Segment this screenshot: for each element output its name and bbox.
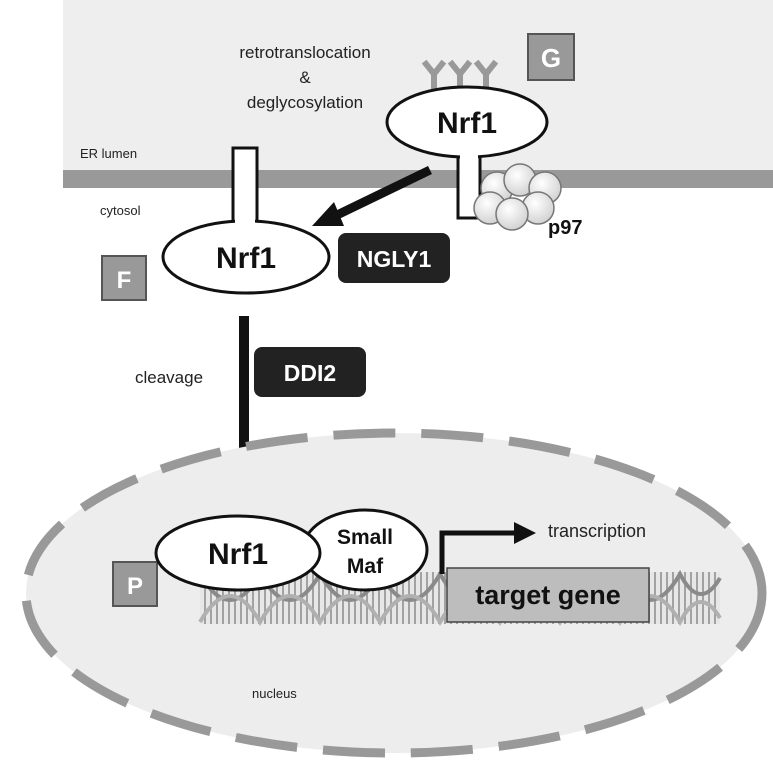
- small-maf-label-line1: Small: [337, 526, 393, 549]
- p97-label: p97: [548, 217, 582, 239]
- deglycosylation-label: deglycosylation: [247, 93, 363, 112]
- ddi2-enzyme: DDI2: [254, 347, 366, 397]
- nrf1-er-label: Nrf1: [437, 107, 497, 140]
- retrotranslocation-label: retrotranslocation: [239, 43, 370, 62]
- nrf1-cytosol-protein: Nrf1: [161, 146, 331, 295]
- badge-f-label: F: [117, 267, 132, 294]
- retrotranslocation-arrow: [312, 165, 432, 226]
- nrf1-nucleus-label: Nrf1: [208, 538, 268, 571]
- ampersand-label: &: [299, 68, 311, 87]
- badge-f: F: [101, 255, 147, 301]
- transcription-arrow: [439, 522, 536, 574]
- er-lumen-label: ER lumen: [80, 146, 137, 161]
- cytosol-label: cytosol: [100, 203, 141, 218]
- nuclear-envelope: [21, 428, 767, 758]
- ddi2-label: DDI2: [284, 360, 336, 386]
- nrf1-er-protein: Nrf1: [385, 85, 549, 220]
- nrf1-nucleus-protein: Nrf1: [154, 514, 322, 592]
- cleavage-label: cleavage: [135, 368, 203, 387]
- badge-g-label: G: [541, 43, 561, 73]
- p97-complex: [473, 163, 562, 231]
- target-gene-label: target gene: [475, 580, 621, 610]
- badge-p: P: [112, 561, 158, 607]
- target-gene-box: target gene: [446, 567, 650, 623]
- nrf1-cytosol-label: Nrf1: [216, 242, 276, 275]
- small-maf-label-line2: Maf: [347, 555, 384, 578]
- badge-g: G: [527, 33, 575, 81]
- transcription-label: transcription: [548, 521, 646, 541]
- nucleus-label: nucleus: [252, 686, 297, 701]
- small-maf-protein: Small Maf: [301, 508, 429, 592]
- badge-p-label: P: [127, 573, 143, 600]
- ngly1-label: NGLY1: [357, 246, 432, 272]
- ngly1-enzyme: NGLY1: [338, 233, 450, 283]
